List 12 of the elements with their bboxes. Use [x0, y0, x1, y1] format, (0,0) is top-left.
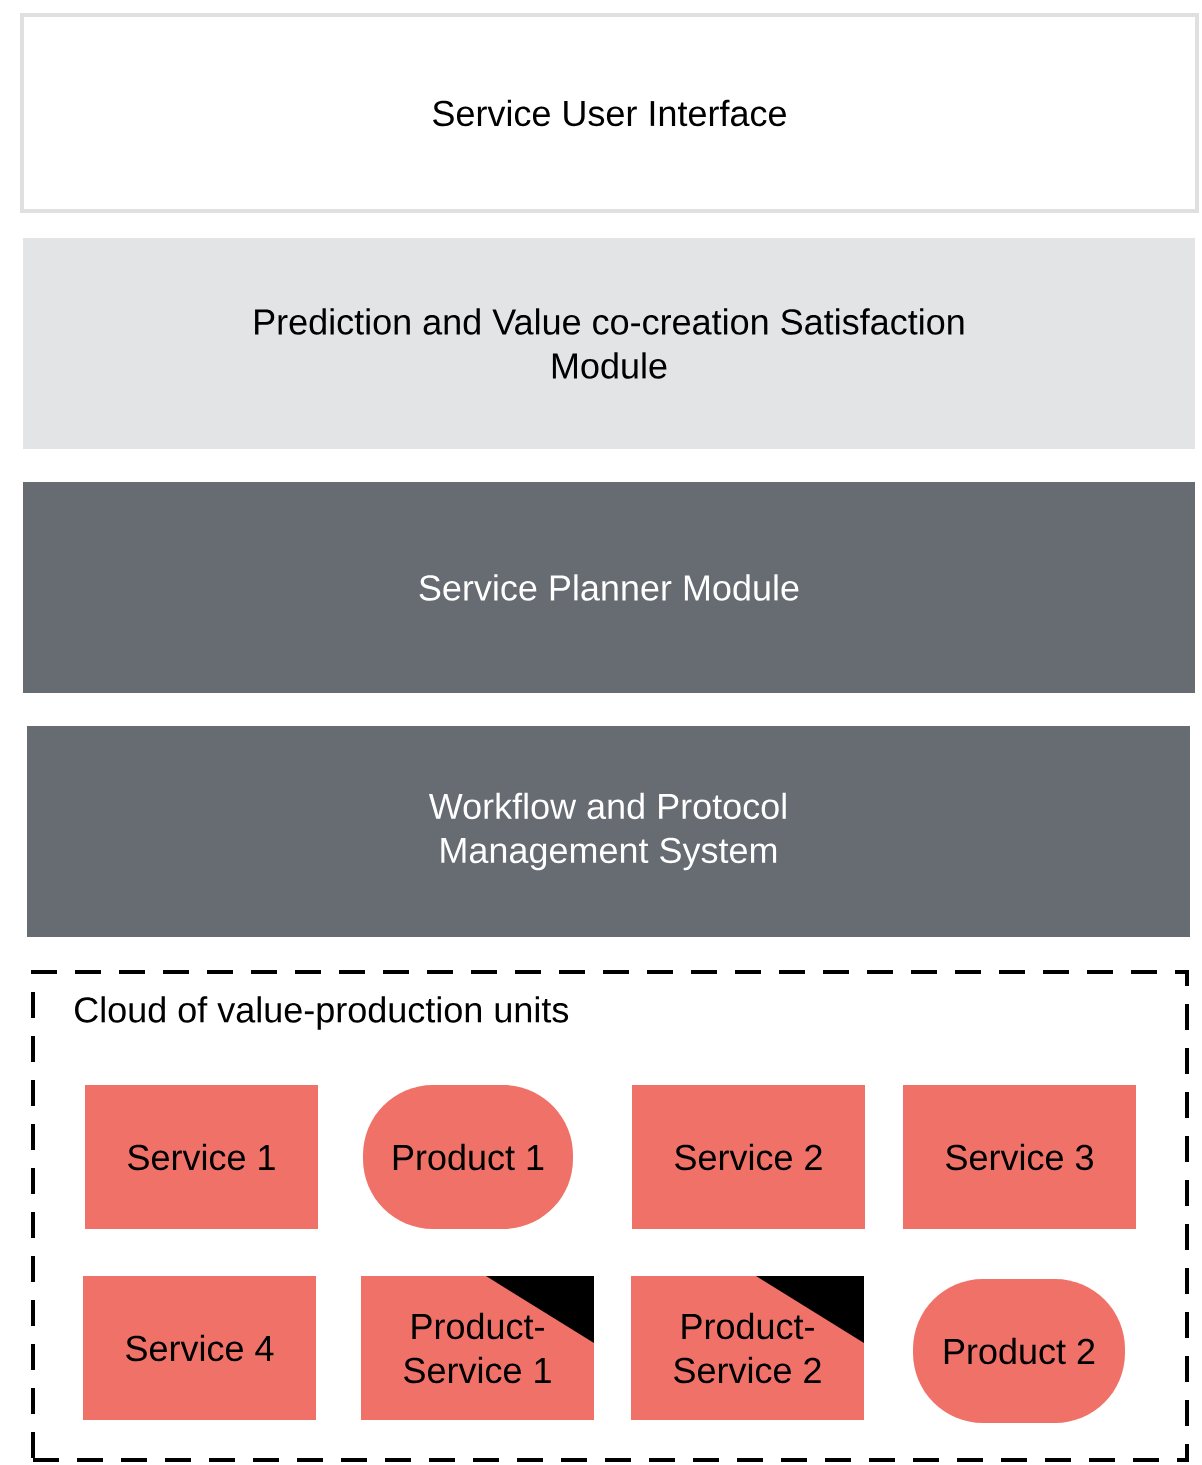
service-box: Service 4	[83, 1276, 316, 1420]
layer-box: Service User Interface	[20, 13, 1199, 213]
layer-box: Service Planner Module	[23, 482, 1195, 693]
service-box: Service 1	[85, 1085, 318, 1229]
product-pill: Product 1	[363, 1085, 573, 1229]
layer-box: Prediction and Value co-creation Satisfaction Module	[23, 238, 1195, 449]
product-pill: Product 2	[913, 1279, 1125, 1423]
service-box: Service 3	[903, 1085, 1136, 1229]
layer-box: Workflow and Protocol Management System	[27, 726, 1190, 937]
service-box: Service 2	[632, 1085, 865, 1229]
product-service-box: Product-Service 2	[631, 1276, 864, 1420]
product-service-box: Product-Service 1	[361, 1276, 594, 1420]
